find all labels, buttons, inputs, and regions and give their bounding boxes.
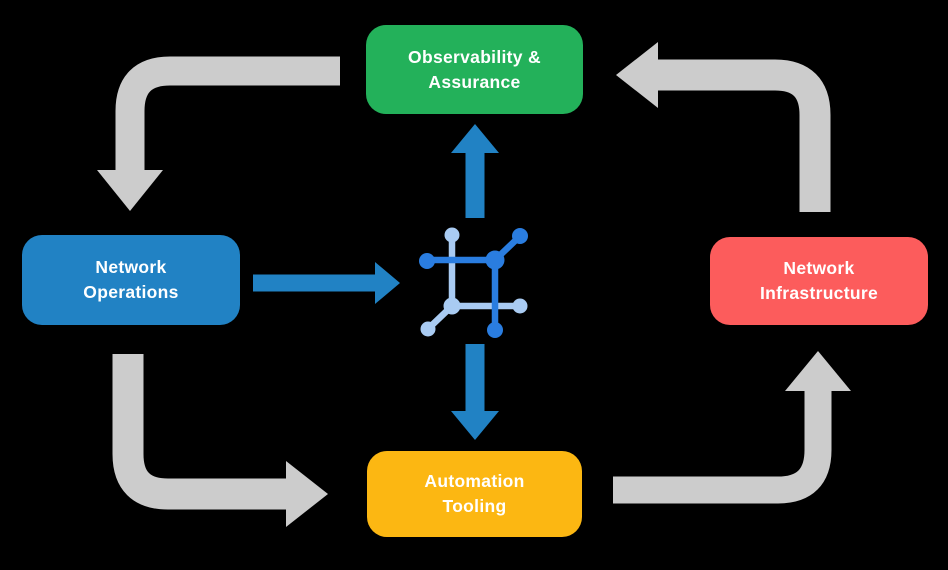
flow-arrow-automation-to-infrastructure-head (785, 351, 851, 391)
node-label-line: Network (783, 258, 855, 278)
network-chip-icon-primary (419, 228, 528, 338)
accent-arrow-center-to-automation-head (451, 411, 499, 440)
node-label-line: Automation (424, 471, 525, 491)
network-chip-icon-secondary (420, 227, 528, 337)
network-chip-icon (419, 227, 528, 338)
node-label-line: Infrastructure (760, 283, 878, 303)
node-automation-tooling: Automation Tooling (367, 451, 582, 537)
node-label-line: Operations (83, 282, 179, 302)
accent-arrow-operations-to-center-head (375, 262, 400, 304)
node-label-line: Tooling (442, 496, 507, 516)
flow-arrow-automation-to-infrastructure-shaft (613, 390, 832, 504)
node-label-line: Observability & (408, 46, 541, 67)
flow-arrow-infrastructure-to-observability-head (616, 42, 658, 108)
node-label-line: Assurance (428, 71, 521, 92)
flow-arrow-observability-to-operations-head (97, 170, 163, 211)
node-observability-assurance: Observability & Assurance (366, 25, 583, 114)
flow-arrow-infrastructure-to-observability-shaft (658, 59, 831, 212)
node-network-operations: Network Operations (22, 235, 240, 325)
flow-arrow-observability-to-operations-shaft (115, 56, 340, 172)
flow-arrow-operations-to-automation-shaft (112, 354, 288, 510)
node-network-infrastructure: Network Infrastructure (710, 237, 928, 325)
node-label-line: Network (95, 257, 167, 277)
accent-arrow-center-to-observability-head (451, 124, 499, 153)
flow-arrow-operations-to-automation-head (286, 461, 328, 527)
